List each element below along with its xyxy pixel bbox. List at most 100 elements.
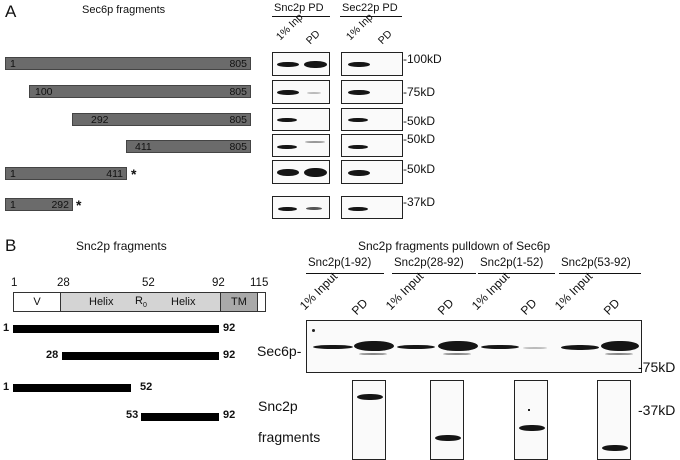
fragment-start: 100: [35, 86, 53, 98]
sec6p-row-label: Sec6p-: [257, 343, 302, 359]
blot-band: [277, 169, 299, 176]
group-header: Snc2p(53-92): [561, 257, 631, 269]
snc2-blot: [272, 134, 330, 157]
blot-band: [304, 61, 327, 68]
blot-band: [602, 445, 628, 451]
sec6-fragment-bar: 411 805: [126, 140, 251, 153]
sec22-blot: [341, 134, 403, 157]
snc2-pd-lane-label: PD: [303, 28, 323, 47]
domain-tick: 115: [250, 277, 269, 289]
snc2-blot: [272, 196, 330, 219]
fragment-end: 805: [229, 86, 247, 98]
snc2-fragment-bar: [141, 413, 219, 421]
mw-marker: -75kD: [403, 85, 436, 99]
domain-helix-label: Helix: [89, 296, 114, 308]
pulldown-title: Snc2p fragments pulldown of Sec6p: [358, 239, 551, 253]
blot-band: [397, 345, 435, 349]
domain-tm: TM: [220, 293, 258, 311]
sec6-fragment-bar: 1 292: [5, 198, 73, 211]
panel-a-letter: A: [5, 2, 17, 21]
blot-band: [348, 62, 370, 67]
snc2-fragment-bar: [13, 325, 219, 333]
input-lane-label: 1% Input: [551, 269, 596, 313]
mw-marker: -50kD: [403, 132, 436, 146]
domain-r0-label: R0: [135, 295, 147, 309]
snc2-fragment-bar: [13, 384, 131, 392]
truncation-star: *: [76, 197, 82, 213]
group-underline: [478, 273, 555, 274]
mw-marker: -50kD: [403, 162, 436, 176]
fragment-start: 1: [10, 58, 16, 70]
blot-band: [561, 345, 599, 350]
snc2p-row-label: Snc2p: [258, 398, 298, 414]
sec22-blot: [341, 52, 403, 76]
blot-band: [277, 90, 299, 95]
mw-marker: -50kD: [403, 114, 436, 128]
snc2-frag-start: 1: [3, 381, 10, 393]
blot-band: [481, 345, 519, 349]
truncation-star: *: [131, 166, 137, 182]
blot-band: [306, 207, 322, 210]
snc2-blot: [272, 80, 330, 104]
blot-band: [357, 394, 383, 400]
blot-band: [305, 141, 325, 143]
blot-band: [348, 170, 370, 176]
domain-tick: 52: [142, 277, 155, 289]
blot-band: [277, 145, 297, 149]
sec22-blot: [341, 80, 403, 104]
mw-marker-75: -75kD: [638, 359, 676, 375]
blot-band: [348, 207, 368, 211]
sec22-pd-header: Sec22p PD: [342, 2, 398, 14]
blot-band: [443, 353, 471, 355]
domain-v: V: [14, 293, 61, 311]
sec22-pd-lane-label: PD: [375, 28, 395, 47]
sec6-fragment-bar: 100 805: [29, 85, 251, 98]
blot-band: [601, 341, 639, 351]
fragment-start: 292: [91, 114, 109, 126]
blot-band: [277, 62, 299, 67]
fragment-start: 1: [10, 199, 16, 211]
domain-tick: 92: [212, 277, 225, 289]
domain-helix-label: Helix: [171, 296, 196, 308]
blot-band: [278, 207, 297, 211]
sec6p-blot-strip: [306, 320, 642, 373]
group-header: Snc2p(28-92): [394, 257, 464, 269]
snc2p-fragment-blot: [430, 380, 464, 460]
fragments-row-label: fragments: [258, 429, 321, 445]
pd-lane-label: PD: [600, 296, 623, 318]
blot-band: [348, 145, 368, 149]
domain-r-letter: R: [135, 294, 143, 307]
panel-b-title: Snc2p fragments: [76, 239, 167, 253]
domain-ctail: [258, 293, 265, 311]
domain-tick: 1: [11, 277, 18, 289]
blot-band: [277, 118, 297, 122]
fragment-start: 1: [10, 168, 16, 180]
sec22-blot: [341, 196, 403, 219]
blot-band: [519, 425, 545, 431]
sec6-fragment-bar: 1 411: [5, 167, 127, 180]
snc2-pd-underline: [272, 16, 330, 17]
snc2-domain-bar: V Helix R0 Helix TM: [13, 292, 266, 312]
snc2-frag-end: 92: [223, 322, 236, 334]
snc2-frag-end: 52: [140, 381, 153, 393]
input-lane-label: 1% Input: [296, 269, 341, 313]
snc2-blot: [272, 52, 330, 76]
snc2p-fragment-blot: [352, 380, 386, 460]
sec6-fragment-bar: 292 805: [72, 113, 251, 126]
snc2-frag-end: 92: [223, 349, 236, 361]
snc2-frag-end: 92: [223, 409, 236, 421]
pd-lane-label: PD: [348, 296, 371, 318]
blot-band: [438, 341, 478, 351]
domain-tick: 28: [57, 277, 70, 289]
blot-band: [307, 92, 321, 94]
blot-speck: [312, 329, 315, 332]
domain-r-subscript: 0: [142, 302, 147, 310]
domain-helix-region: Helix R0 Helix: [61, 293, 220, 311]
snc2-frag-start: 53: [126, 409, 139, 421]
blot-band: [348, 118, 368, 122]
blot-band: [304, 168, 327, 177]
group-header: Snc2p(1-52): [480, 257, 544, 269]
blot-band: [359, 353, 387, 355]
panel-b-letter: B: [5, 236, 17, 255]
fragment-end: 411: [106, 168, 123, 180]
